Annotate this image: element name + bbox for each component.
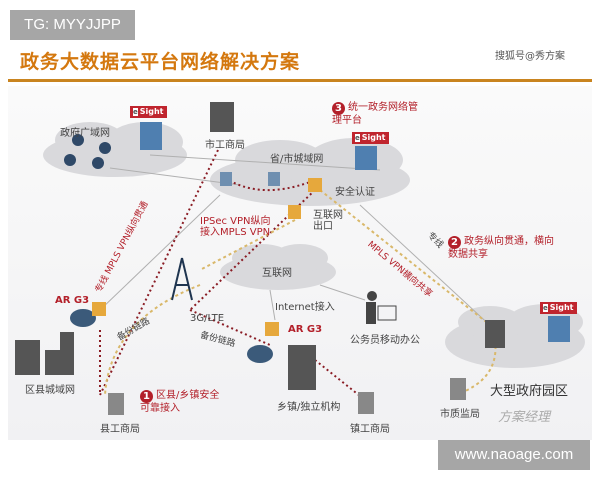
- cloud-label-internet: 互联网: [262, 268, 292, 279]
- esight-badge: Sight: [352, 132, 389, 144]
- router-icon: [64, 154, 76, 166]
- node-township: 乡镇/独立机构: [277, 402, 341, 413]
- switch-icon: [268, 172, 280, 186]
- ar-g3-label: AR G3: [55, 295, 90, 306]
- building-icon: [485, 320, 505, 348]
- router-icons: [64, 134, 273, 363]
- router-icon: [247, 345, 273, 363]
- page-title: 政务大数据云平台网络解决方案: [20, 51, 301, 73]
- title-divider: [8, 79, 592, 82]
- node-county-aic: 县工商局: [100, 424, 140, 435]
- firewall-icon: [265, 322, 279, 336]
- building-icon: [15, 340, 40, 375]
- logo-watermark: 方案经理: [498, 410, 551, 425]
- server-icon: [355, 146, 377, 170]
- watermark-bottom: www.naoage.com: [438, 440, 590, 470]
- server-icons: [140, 122, 570, 342]
- link-ipsec: IPSec VPN纵向 接入MPLS VPN: [200, 216, 271, 238]
- node-county-metro: 区县城域网: [25, 385, 75, 396]
- watermark-top: TG: MYYJJPP: [10, 10, 135, 40]
- node-lte: 3G/LTE: [190, 313, 225, 324]
- building-icon: [45, 350, 63, 375]
- node-internet-exit: 互联网 出口: [313, 210, 343, 232]
- esight-badge: Sight: [540, 302, 577, 314]
- node-security-auth: 安全认证: [335, 187, 375, 198]
- node-town-aic: 镇工商局: [350, 424, 390, 435]
- router-icon: [70, 309, 96, 327]
- router-icon: [92, 157, 104, 169]
- source-credit: 搜狐号@秀方案: [495, 51, 565, 62]
- building-icon: [60, 332, 74, 375]
- solid-links: [99, 154, 496, 331]
- tower-icon: [171, 257, 193, 301]
- firewall-icon: [92, 302, 106, 316]
- callout-number: 1: [140, 390, 153, 403]
- node-mobile-office: 公务员移动办公: [350, 335, 420, 346]
- cloud-internet: [220, 244, 336, 290]
- dotted-red-links: [99, 149, 366, 401]
- callout-text: 统一政务网络管 理平台: [332, 102, 418, 126]
- firewall-icon: [288, 205, 301, 219]
- building-icon: [108, 393, 124, 415]
- building-icon: [288, 345, 316, 390]
- node-quality-bureau: 市质监局: [440, 409, 480, 420]
- building-icon: [450, 378, 466, 400]
- cloud-label-gov-wan: 政府广域网: [60, 128, 110, 139]
- node-internet-access: Internet接入: [275, 302, 335, 313]
- esight-badge: Sight: [130, 106, 167, 118]
- router-icon: [99, 142, 111, 154]
- callout-number: 3: [332, 102, 345, 115]
- server-icon: [140, 122, 162, 150]
- firewall-icon: [308, 178, 322, 192]
- firewall-icons: [92, 178, 322, 336]
- building-icon: [210, 102, 234, 132]
- callout-text: 政务纵向贯通，横向 数据共享: [448, 236, 554, 260]
- cloud-label-metro: 省/市城域网: [270, 154, 324, 165]
- router-icon: [72, 134, 84, 146]
- building-icons: [15, 102, 505, 415]
- callout-text: 区县/乡镇安全 可靠接入: [140, 390, 220, 414]
- server-icon: [548, 316, 570, 342]
- ar-g3-label: AR G3: [288, 324, 323, 335]
- node-city-aic: 市工商局: [205, 140, 245, 151]
- mobile-worker-icon: [366, 291, 397, 324]
- cloud-label-campus: 大型政府园区: [490, 384, 569, 399]
- switch-icons: [220, 172, 280, 186]
- switch-icon: [220, 172, 232, 186]
- building-icon: [358, 392, 374, 414]
- callout-number: 2: [448, 236, 461, 249]
